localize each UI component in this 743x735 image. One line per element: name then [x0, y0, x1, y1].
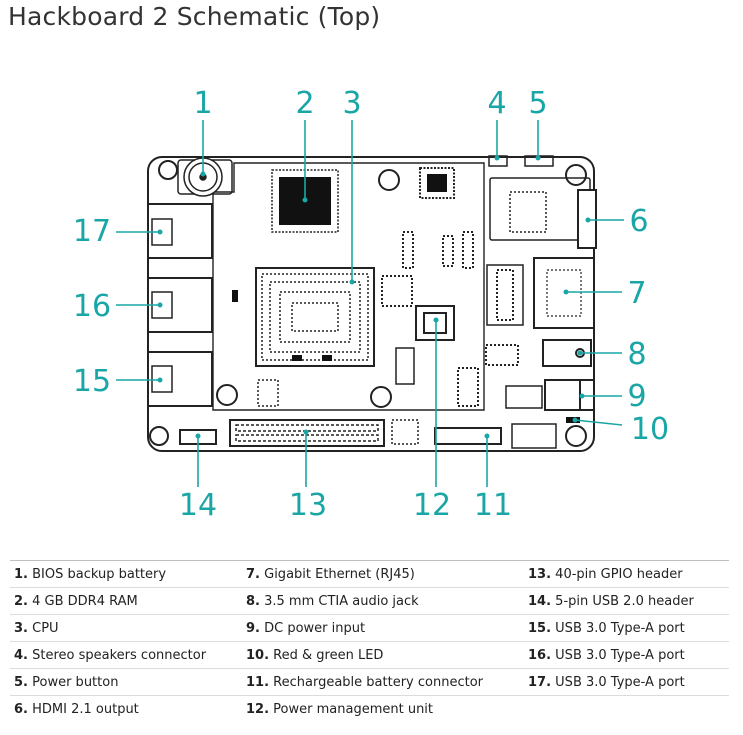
- callout-16: 16: [73, 289, 111, 324]
- callout-15: 15: [73, 364, 111, 399]
- cpu: [255, 267, 375, 367]
- callout-14: 14: [179, 488, 217, 523]
- callout-6: 6: [629, 204, 648, 239]
- legend-item: [524, 695, 729, 722]
- legend-row: 5. Power button 11. Rechargeable battery…: [10, 668, 729, 696]
- legend-item: 3. CPU: [10, 614, 242, 642]
- callout-3: 3: [342, 86, 361, 121]
- legend-item: 4. Stereo speakers connector: [10, 641, 242, 669]
- legend-row: 2. 4 GB DDR4 RAM 8. 3.5 mm CTIA audio ja…: [10, 587, 729, 615]
- legend-item: 1. BIOS backup battery: [10, 560, 242, 588]
- legend-item: 11. Rechargeable battery connector: [242, 668, 524, 696]
- usb-port-17: [147, 203, 213, 259]
- board-inner-area: [212, 162, 485, 411]
- bios-battery: [177, 157, 233, 197]
- legend-item: 10. Red & green LED: [242, 641, 524, 669]
- callout-9: 9: [627, 379, 646, 414]
- legend-item: 17. USB 3.0 Type-A port: [524, 668, 729, 696]
- mount-hole: [370, 386, 392, 408]
- page-title: Hackboard 2 Schematic (Top): [8, 2, 381, 31]
- battery-connector: [434, 427, 502, 445]
- callout-7: 7: [627, 276, 646, 311]
- usb-port-15: [147, 351, 213, 407]
- legend-item: 6. HDMI 2.1 output: [10, 695, 242, 722]
- callout-10: 10: [631, 412, 669, 447]
- callout-8: 8: [627, 337, 646, 372]
- legend-item: 13. 40-pin GPIO header: [524, 560, 729, 588]
- board-schematic: 1 2 3 4 5 6 7 8 9 10 11 12 13 14 15 16 1…: [73, 86, 669, 523]
- callout-4: 4: [487, 86, 506, 121]
- legend-item: 5. Power button: [10, 668, 242, 696]
- callout-1: 1: [193, 86, 212, 121]
- legend-item: 15. USB 3.0 Type-A port: [524, 614, 729, 642]
- legend-row: 4. Stereo speakers connector 10. Red & g…: [10, 641, 729, 669]
- mount-hole: [565, 164, 587, 186]
- legend-item: 9. DC power input: [242, 614, 524, 642]
- legend-row: 6. HDMI 2.1 output 12. Power management …: [10, 695, 729, 722]
- legend-item: 16. USB 3.0 Type-A port: [524, 641, 729, 669]
- legend-row: 1. BIOS backup battery 7. Gigabit Ethern…: [10, 560, 729, 588]
- dc-input: [544, 379, 595, 411]
- callout-2: 2: [295, 86, 314, 121]
- component-legend: 1. BIOS backup battery 7. Gigabit Ethern…: [10, 560, 729, 722]
- callout-12: 12: [413, 488, 451, 523]
- callout-17: 17: [73, 214, 111, 249]
- mount-hole: [565, 425, 587, 447]
- mount-hole: [149, 426, 169, 446]
- legend-item: 12. Power management unit: [242, 695, 524, 722]
- legend-item: 7. Gigabit Ethernet (RJ45): [242, 560, 524, 588]
- mount-hole: [216, 384, 238, 406]
- callout-5: 5: [528, 86, 547, 121]
- mount-hole: [378, 169, 400, 191]
- callout-11: 11: [474, 488, 512, 523]
- legend-row: 3. CPU 9. DC power input 15. USB 3.0 Typ…: [10, 614, 729, 642]
- legend-item: 14. 5-pin USB 2.0 header: [524, 587, 729, 615]
- legend-item: 2. 4 GB DDR4 RAM: [10, 587, 242, 615]
- mount-hole: [158, 160, 178, 180]
- legend-item: 8. 3.5 mm CTIA audio jack: [242, 587, 524, 615]
- callout-13: 13: [289, 488, 327, 523]
